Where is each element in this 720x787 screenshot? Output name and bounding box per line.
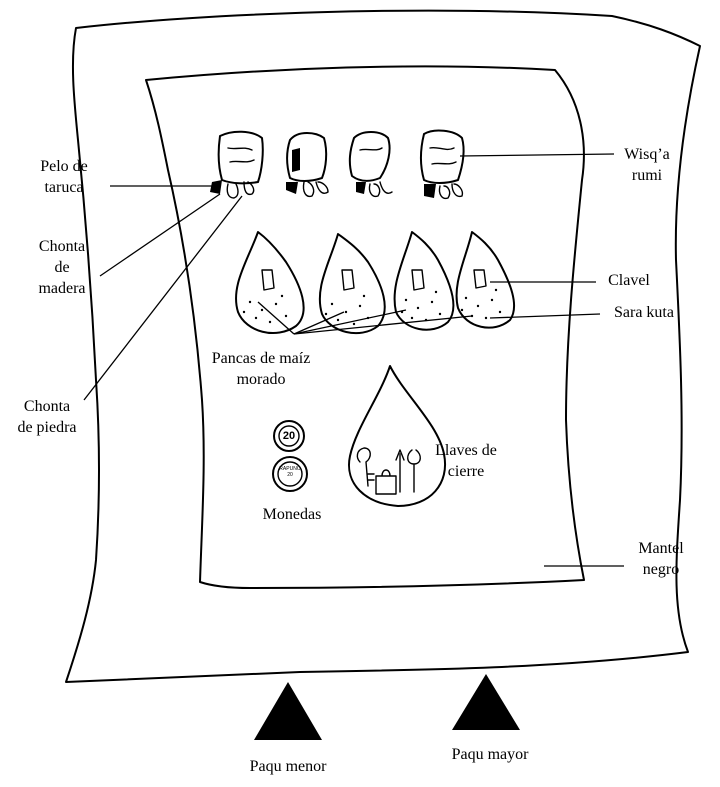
- llaves-drop: [349, 366, 445, 506]
- wisqa-rumi-set-4: [421, 131, 464, 199]
- panca-1: [236, 232, 304, 333]
- label-monedas: Monedas: [250, 504, 334, 525]
- coin-top-text: 20: [277, 428, 301, 444]
- label-wisqa-rumi: Wisq’a rumi: [612, 144, 682, 186]
- label-clavel: Clavel: [596, 270, 662, 291]
- label-mantel-negro: Mantel negro: [626, 538, 696, 580]
- label-paqu-menor: Paqu menor: [230, 756, 346, 777]
- leader-lines: [84, 154, 624, 566]
- maize-speckles: [243, 289, 501, 325]
- paqu-menor-triangle: [254, 682, 322, 740]
- label-pancas-de-maiz-morado: Pancas de maíz morado: [186, 348, 336, 386]
- paqu-mayor-triangle: [452, 674, 520, 730]
- coin-bottom-text: RAPUNO 20: [278, 466, 302, 478]
- label-sara-kuta: Sara kuta: [604, 302, 684, 323]
- wisqa-rumi-set-1: [210, 132, 263, 198]
- panca-4: [457, 232, 515, 328]
- wisqa-rumi-set-3: [350, 132, 392, 196]
- wisqa-rumi-set-2: [286, 133, 328, 196]
- label-pelo-de-taruca: Pelo de taruca: [26, 156, 102, 198]
- label-chonta-de-madera: Chonta de madera: [28, 236, 96, 299]
- label-paqu-mayor: Paqu mayor: [432, 744, 548, 765]
- label-llaves-de-cierre: Llaves de cierre: [424, 440, 508, 482]
- outer-cloth-outline: [66, 11, 700, 682]
- panca-3: [395, 232, 454, 330]
- label-chonta-de-piedra: Chonta de piedra: [6, 396, 88, 438]
